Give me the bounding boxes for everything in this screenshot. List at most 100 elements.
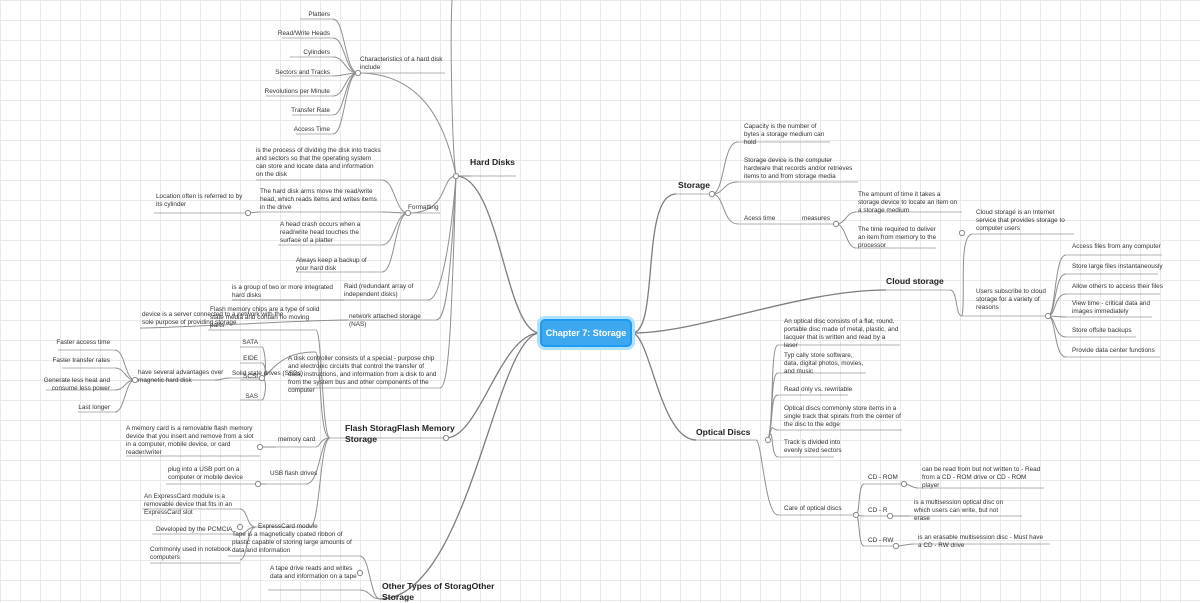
characteristic-item[interactable]: Cylinders: [303, 49, 330, 56]
collapse-dot: [886, 512, 894, 520]
collapse-dot: [442, 434, 450, 442]
disc-type-name[interactable]: CD - R: [868, 507, 888, 514]
ssd-advantages-label[interactable]: have several advantages over magnetic ha…: [138, 369, 224, 384]
expresscard-label[interactable]: ExpressCard module: [258, 523, 318, 530]
connector-cloud: [631, 289, 887, 334]
collapse-dot: [764, 436, 772, 444]
collapse-dot: [1044, 312, 1052, 320]
collapse-dot: [258, 374, 266, 382]
disc-type-description[interactable]: is a multisession optical disc on which …: [914, 499, 1004, 522]
optical-item[interactable]: An optical disc consists of a flat, roun…: [784, 318, 899, 349]
topic-cloud-storage[interactable]: Cloud storage: [886, 276, 944, 286]
nas-description[interactable]: device is a server connected to a networ…: [142, 311, 284, 326]
interface-item[interactable]: SCSI: [243, 373, 258, 380]
access-time-label[interactable]: Acess time: [744, 215, 776, 222]
topic-other-storage[interactable]: Other Types of StoragOther Storage: [382, 581, 495, 602]
optical-item[interactable]: Read only vs. rewritable: [784, 386, 853, 393]
expresscard-item[interactable]: An ExpressCard module is a removable dev…: [144, 493, 233, 516]
cloud-reason-item[interactable]: Store large files instantaneously: [1072, 263, 1163, 270]
characteristics-label[interactable]: Characteristics of a hard disk include: [360, 56, 443, 71]
formatting-item[interactable]: A head crash occurs when a read/write he…: [280, 221, 361, 244]
advantage-item[interactable]: Last longer: [78, 404, 110, 411]
central-topic[interactable]: Chapter 7: Storage: [540, 319, 632, 347]
collapse-dot: [354, 69, 362, 77]
collapse-dot: [356, 569, 364, 577]
cloud-description[interactable]: Cloud storage is an Internet service tha…: [976, 209, 1065, 232]
connector-optical: [631, 332, 697, 441]
interface-item[interactable]: EIDE: [243, 355, 258, 362]
optical-item[interactable]: Optical discs commonly store items in a …: [784, 405, 901, 428]
topic-storage[interactable]: Storage: [678, 180, 710, 190]
collapse-dot: [452, 172, 460, 180]
ssd-label[interactable]: Solid state drives (SSDs): [232, 370, 304, 377]
disc-type-description[interactable]: is an erasable multisession disc - Must …: [918, 534, 1044, 549]
optical-item[interactable]: Track is divided into evenly sized secto…: [784, 439, 842, 454]
ssd-description[interactable]: Flash memory chips are a type of solid s…: [210, 306, 320, 329]
raid-description[interactable]: is a group of two or more integrated har…: [232, 284, 333, 299]
collapse-dot: [832, 220, 840, 228]
collapse-dot: [131, 376, 139, 384]
collapse-dot: [892, 542, 900, 550]
characteristic-item[interactable]: Revolutions per Minute: [264, 88, 330, 95]
measure-item[interactable]: The amount of time it takes a storage de…: [858, 191, 958, 214]
characteristic-item[interactable]: Platters: [308, 11, 330, 18]
usb-label[interactable]: USB flash drives: [270, 470, 318, 477]
cloud-reason-item[interactable]: Access files from any computer: [1072, 243, 1161, 250]
characteristic-item[interactable]: Sectors and Tracks: [275, 69, 330, 76]
connector-other: [379, 332, 541, 600]
connector-storage: [631, 193, 677, 334]
usb-description[interactable]: plug into a USB port on a computer or mo…: [168, 466, 243, 481]
interface-item[interactable]: SATA: [242, 339, 258, 346]
tape-drive-description[interactable]: A tape drive reads and writes data and i…: [270, 565, 357, 580]
characteristic-item[interactable]: Access Time: [293, 126, 330, 133]
nas-label[interactable]: network attached storage (NAS): [349, 313, 421, 328]
optical-item[interactable]: Typ cally store software, data, digital …: [784, 352, 864, 375]
collapse-dot: [708, 190, 716, 198]
measure-item[interactable]: The time required to deliver an item fro…: [858, 226, 937, 249]
collapse-dot: [254, 480, 262, 488]
cloud-reason-item[interactable]: Store offsite backups: [1072, 327, 1132, 334]
disc-type-name[interactable]: CD - RW: [868, 537, 894, 544]
collapse-dot: [236, 523, 244, 531]
advantage-item[interactable]: Faster access time: [56, 339, 110, 346]
memory-card-label[interactable]: memory card: [278, 436, 316, 443]
collapse-dot: [244, 209, 252, 217]
formatting-label[interactable]: Formatting: [408, 204, 439, 211]
cylinder-note[interactable]: Location often is referred to by its cyl…: [156, 193, 243, 208]
disk-controller-text[interactable]: A disk controller consists of a special …: [288, 355, 437, 394]
cloud-reason-item[interactable]: View time - critical data and images imm…: [1072, 300, 1151, 315]
cloud-reason-item[interactable]: Provide data center functions: [1072, 347, 1155, 354]
cloud-reasons-label[interactable]: Users subscribe to cloud storage for a v…: [976, 288, 1046, 311]
storage-item[interactable]: Storage device is the computer hardware …: [744, 157, 853, 180]
raid-label[interactable]: Raid (redundant array of independent dis…: [344, 283, 414, 298]
collapse-dot: [256, 443, 264, 451]
collapse-dot: [900, 480, 908, 488]
expresscard-item[interactable]: Commonly used in notebook computers: [150, 546, 231, 561]
disc-type-name[interactable]: CD - ROM: [868, 474, 898, 481]
interface-item[interactable]: SAS: [245, 393, 258, 400]
disc-type-description[interactable]: can be read from but not written to - Re…: [922, 466, 1041, 489]
tape-description[interactable]: Tape is a magnetically coated ribbon of …: [232, 531, 352, 554]
optical-care-label[interactable]: Care of optical discs: [784, 505, 842, 512]
topic-optical-discs[interactable]: Optical Discs: [696, 427, 751, 437]
advantage-item[interactable]: Generate less heat and consume less powe…: [43, 377, 110, 392]
connector-hard-disks: [455, 175, 541, 334]
memory-card-description[interactable]: A memory card is a removable flash memor…: [126, 425, 254, 456]
formatting-item[interactable]: The hard disk arms move the read/write h…: [260, 188, 377, 211]
advantage-item[interactable]: Faster transfer rates: [52, 357, 110, 364]
topic-flash-storage[interactable]: Flash StoragFlash Memory Storage: [345, 423, 455, 444]
cloud-reason-item[interactable]: Allow others to access their files: [1072, 283, 1163, 290]
topic-hard-disks[interactable]: Hard Disks: [470, 157, 515, 167]
expresscard-item[interactable]: Developed by the PCMCIA: [156, 526, 233, 533]
characteristic-item[interactable]: Read/Write Heads: [277, 30, 330, 37]
collapse-dot: [404, 209, 412, 217]
characteristic-item[interactable]: Transfer Rate: [291, 107, 330, 114]
collapse-dot: [958, 229, 966, 237]
measures-label[interactable]: measures: [802, 215, 831, 222]
storage-item[interactable]: Capacity is the number of bytes a storag…: [744, 123, 825, 146]
connector-flash: [445, 332, 541, 439]
formatting-item[interactable]: is the process of dividing the disk into…: [256, 147, 381, 178]
collapse-dot: [852, 511, 860, 519]
formatting-item[interactable]: Always keep a backup of your hard disk: [296, 257, 367, 272]
